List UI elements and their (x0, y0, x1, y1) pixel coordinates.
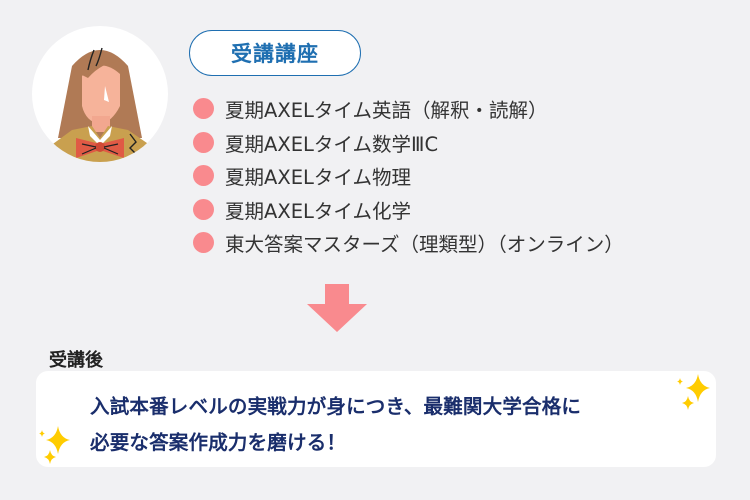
pink-dot-icon (193, 165, 214, 187)
course-item: 夏期AXELタイム化学 (193, 193, 624, 227)
pink-dot-icon (193, 232, 214, 254)
course-label: 夏期AXELタイム化学 (225, 199, 411, 223)
pink-dot-icon (193, 131, 214, 153)
course-label: 東大答案マスターズ（理類型）（オンライン） (225, 233, 624, 257)
result-line-2: 必要な答案作成力を磨ける！ (90, 431, 347, 454)
student-girl-avatar-icon (42, 47, 160, 162)
course-label: 夏期AXELタイム物理 (225, 166, 411, 190)
result-description: 入試本番レベルの実戦力が身につき、最難関大学合格に 必要な答案作成力を磨ける！ (90, 389, 581, 461)
course-item: 夏期AXELタイム物理 (193, 159, 624, 193)
result-line-1: 入試本番レベルの実戦力が身につき、最難関大学合格に (90, 395, 582, 418)
course-item: 夏期AXELタイム英語（解釈・読解） (193, 92, 624, 126)
course-label: 夏期AXELタイム英語（解釈・読解） (225, 99, 548, 123)
course-item: 東大答案マスターズ（理類型）（オンライン） (193, 226, 624, 260)
student-avatar (32, 26, 168, 162)
down-arrow-icon (307, 284, 367, 332)
result-box (36, 371, 716, 467)
after-course-label: 受講後 (49, 350, 103, 371)
course-list: 夏期AXELタイム英語（解釈・読解） 夏期AXELタイム数学ⅢC 夏期AXELタ… (193, 92, 624, 260)
pink-dot-icon (193, 98, 214, 120)
course-label: 夏期AXELタイム数学ⅢC (225, 132, 439, 156)
sparkle-icon (677, 374, 710, 410)
course-section-badge: 受講講座 (189, 30, 361, 76)
sparkle-icon (39, 426, 70, 464)
course-item: 夏期AXELタイム数学ⅢC (193, 126, 624, 160)
pink-dot-icon (193, 198, 214, 220)
